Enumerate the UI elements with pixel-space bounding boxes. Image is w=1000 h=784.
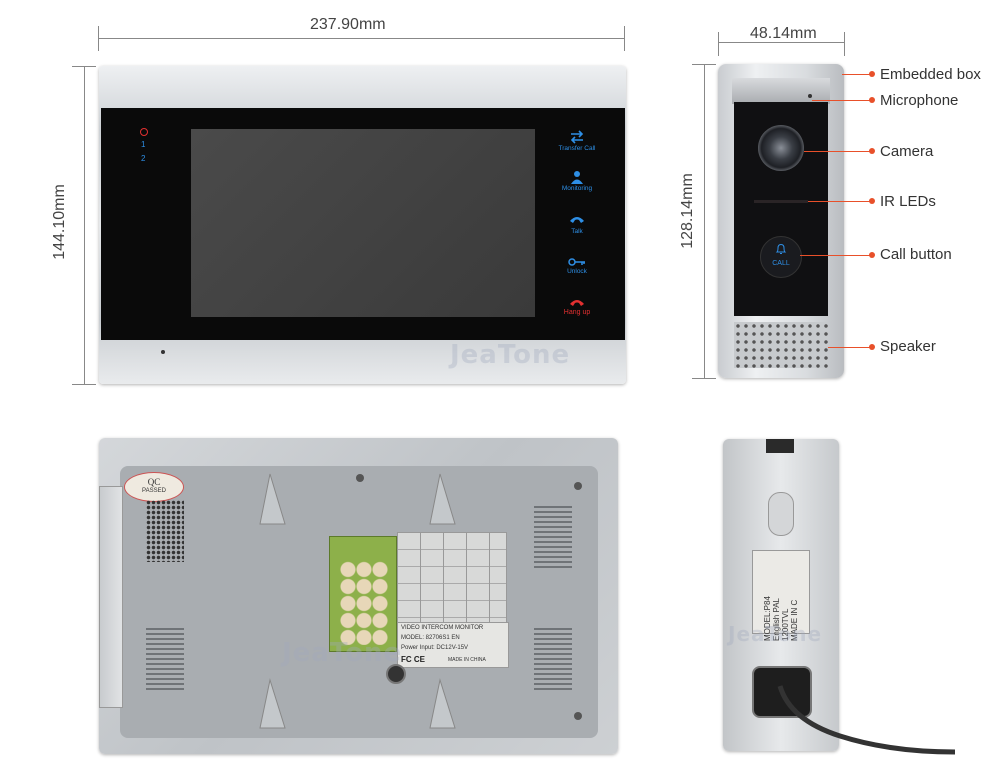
- model-label-line-2: MODEL: 82706S1 EN: [401, 635, 460, 641]
- monitor-back-watermark: JeaTone: [282, 638, 403, 668]
- callout-call-button: Call button: [880, 246, 952, 263]
- unlock-button[interactable]: Unlock: [547, 256, 607, 280]
- doorbell-height-label: 128.14mm: [679, 173, 696, 249]
- hangup-icon: [570, 300, 584, 306]
- speaker-grille: [734, 322, 828, 368]
- callout-microphone: Microphone: [880, 92, 959, 109]
- model-label-line-4: MADE IN CHINA: [448, 657, 486, 663]
- monitor-screen: [191, 129, 535, 317]
- dc-power-port: [386, 664, 406, 684]
- indicator-1: 1: [141, 140, 146, 149]
- call-button[interactable]: CALL: [760, 236, 802, 278]
- doorbell-model-label: MODEL:P84 English PAL 1200TVL MADE IN C: [752, 550, 810, 641]
- unlock-label: Unlock: [567, 268, 587, 275]
- camera-lens-icon: [758, 125, 804, 171]
- monitor-width-line: [98, 38, 624, 39]
- wiring-diagram-label: [397, 532, 507, 624]
- monitor-watermark: JeaTone: [450, 340, 571, 370]
- vent-grille-left-bottom: [146, 628, 184, 690]
- callout-ir-leds: IR LEDs: [880, 193, 936, 210]
- callout-camera: Camera: [880, 143, 934, 160]
- doorbell-back-clip: [766, 439, 794, 453]
- cert-marks: FC CE: [401, 655, 425, 664]
- model-label-line-3: Power Input: DC12V-15V: [401, 645, 469, 651]
- mounting-hooks: [259, 473, 582, 729]
- microphone-hole: [161, 350, 165, 354]
- monitor-side-rail: [99, 486, 123, 708]
- transfer-icon: [570, 130, 584, 144]
- hang-up-button[interactable]: Hang up: [547, 297, 607, 321]
- talk-label: Talk: [571, 228, 583, 235]
- doorbell-back-watermark: JeaTone: [728, 622, 823, 646]
- doorbell-top: [732, 78, 830, 104]
- doorbell-microphone-hole: [808, 94, 812, 98]
- key-icon: [568, 258, 585, 266]
- monitoring-label: Monitoring: [561, 185, 593, 192]
- bell-icon: [775, 243, 787, 254]
- call-label: CALL: [772, 260, 790, 267]
- qc-sticker: QC PASSED: [124, 472, 184, 502]
- vent-grille-right-top: [534, 506, 572, 568]
- callout-dot: [869, 71, 875, 77]
- model-label: VIDEO INTERCOM MONITOR MODEL: 82706S1 EN…: [397, 622, 509, 668]
- transfer-call-label: Transfer Call: [558, 145, 596, 152]
- hang-up-label: Hang up: [563, 309, 591, 316]
- monitoring-button[interactable]: Monitoring: [547, 170, 607, 194]
- callout-speaker: Speaker: [880, 338, 936, 355]
- power-indicator-icon: [140, 128, 148, 136]
- phone-icon: [570, 217, 584, 223]
- cable: [777, 685, 956, 755]
- person-icon: [571, 171, 583, 184]
- monitor-height-label: 144.10mm: [51, 184, 68, 260]
- talk-button[interactable]: Talk: [547, 214, 607, 238]
- transfer-call-button[interactable]: Transfer Call: [547, 130, 607, 154]
- monitor-width-label: 237.90mm: [310, 16, 386, 33]
- model-label-line-1: VIDEO INTERCOM MONITOR: [401, 625, 484, 631]
- terminal-board: [329, 536, 397, 652]
- indicator-2: 2: [141, 154, 146, 163]
- doorbell-mount-slot: [768, 492, 794, 536]
- doorbell-width-label: 48.14mm: [750, 25, 817, 42]
- back-speaker-grille: [146, 500, 184, 562]
- callout-embedded-box: Embedded box: [880, 66, 981, 83]
- vent-grille-right-bottom: [534, 628, 572, 690]
- ir-leds: [754, 200, 808, 203]
